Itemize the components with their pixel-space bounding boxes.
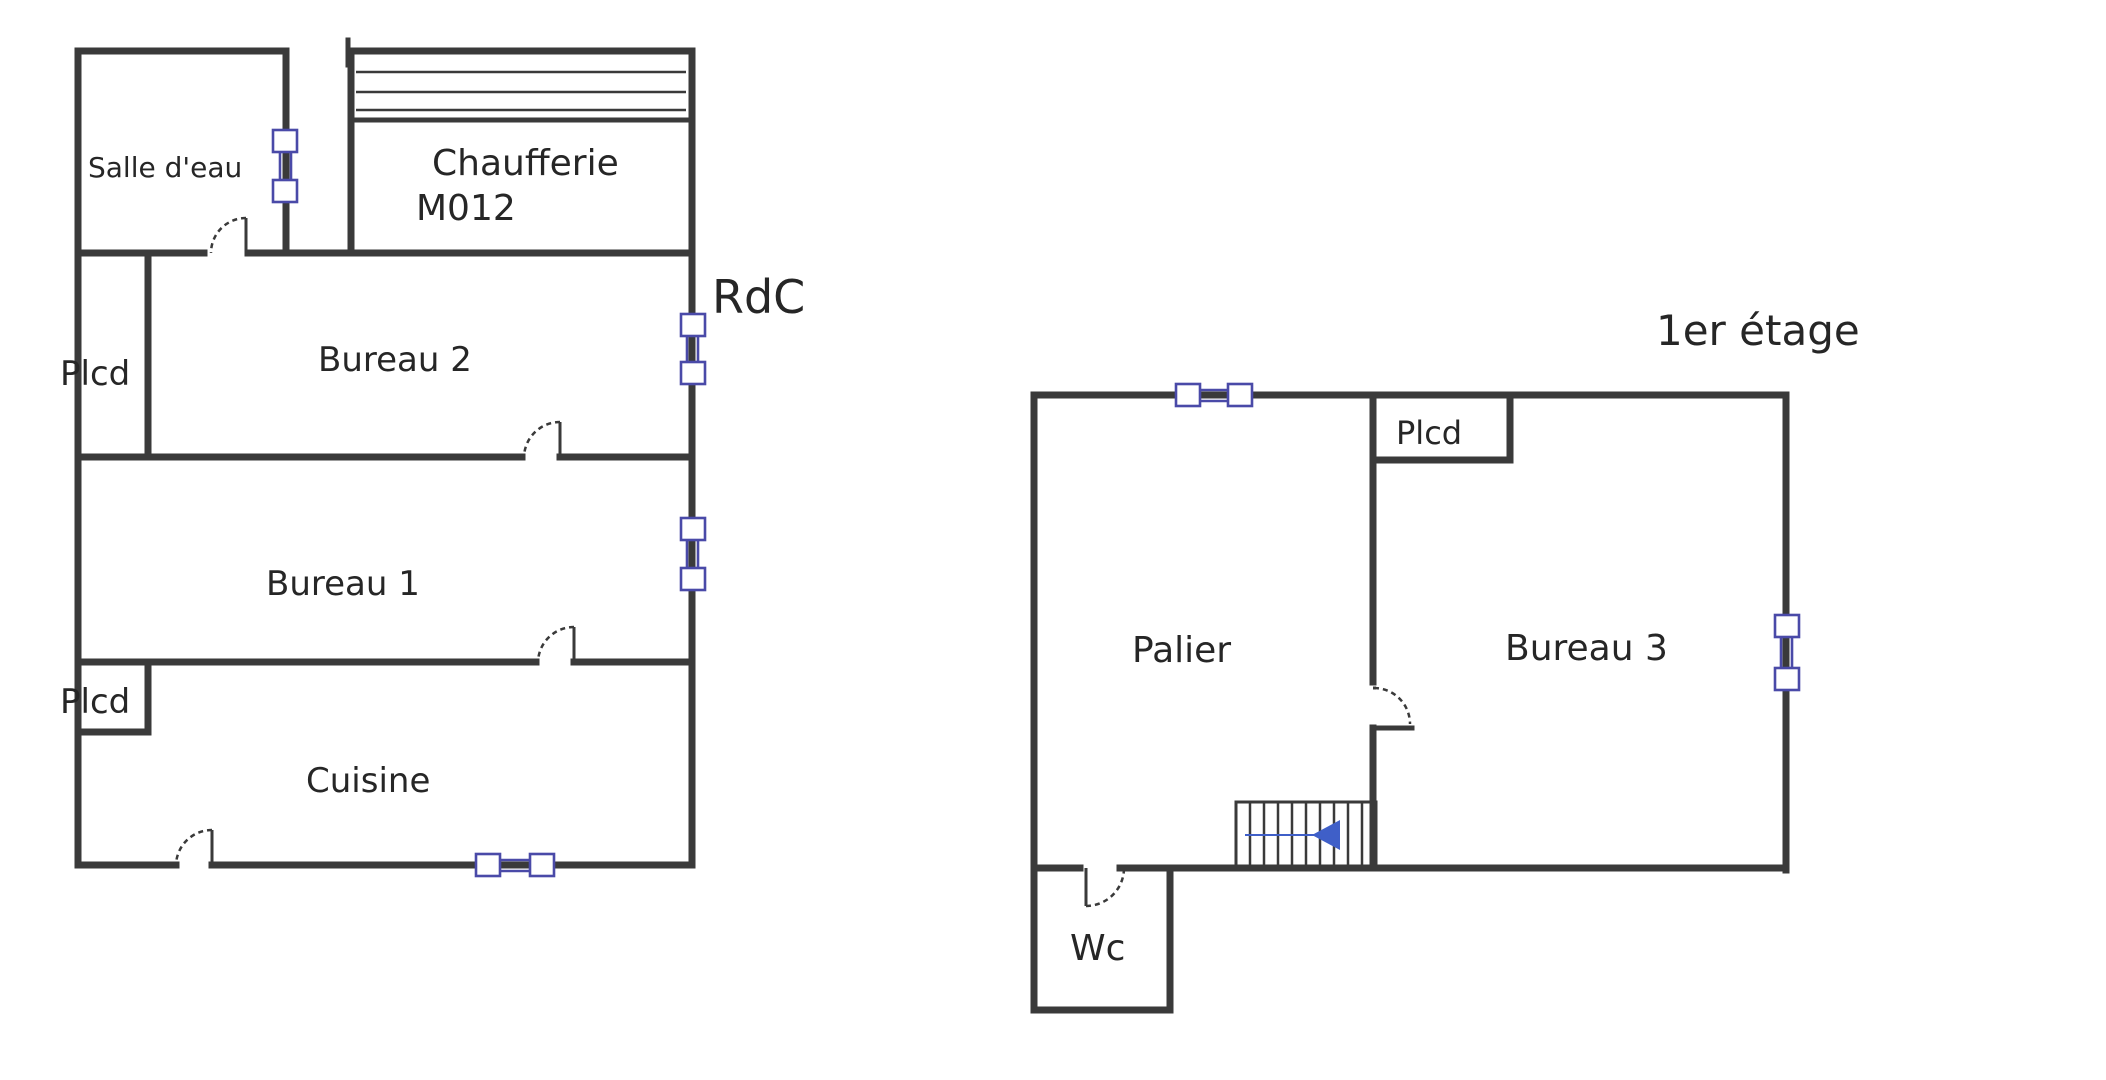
window-palier <box>1174 382 1254 408</box>
window-bureau-1 <box>679 516 707 592</box>
level-label-rdc: RdC <box>712 270 805 324</box>
room-label-palier: Palier <box>1132 630 1231 671</box>
ground-floor-doors <box>174 216 576 866</box>
window-salle-deau <box>271 128 299 204</box>
window-bureau-2 <box>679 312 707 386</box>
room-label-placard: Plcd <box>1396 414 1462 452</box>
room-label-chaufferie: Chaufferie <box>432 143 619 184</box>
room-label-bureau-3: Bureau 3 <box>1505 628 1668 669</box>
level-label-1er-etage: 1er étage <box>1656 306 1860 355</box>
room-code-chaufferie: M012 <box>416 188 516 229</box>
window-bureau-3 <box>1773 613 1801 692</box>
window-cuisine <box>474 852 556 878</box>
stair-direction-arrow-icon <box>1312 820 1340 850</box>
first-floor-walls <box>1030 391 1790 1014</box>
room-label-bureau-2: Bureau 2 <box>318 340 472 380</box>
room-label-salle-deau: Salle d'eau <box>88 151 242 184</box>
ground-floor-plan: Salle d'eau Chaufferie M012 RdC Bureau 2… <box>60 37 805 878</box>
room-label-placard-1: Plcd <box>60 354 130 394</box>
first-floor-windows <box>1174 382 1801 692</box>
room-label-placard-2: Plcd <box>60 682 130 722</box>
first-floor-doors <box>1084 686 1412 908</box>
first-floor-plan: 1er étage Plcd Palier Bureau 3 Wc <box>1030 306 1860 1014</box>
room-label-wc: Wc <box>1070 928 1125 969</box>
room-label-bureau-1: Bureau 1 <box>266 564 420 604</box>
room-label-cuisine: Cuisine <box>306 761 430 801</box>
ground-floor-walls <box>74 37 696 869</box>
staircase <box>1234 800 1378 870</box>
ground-floor-windows <box>271 128 707 878</box>
